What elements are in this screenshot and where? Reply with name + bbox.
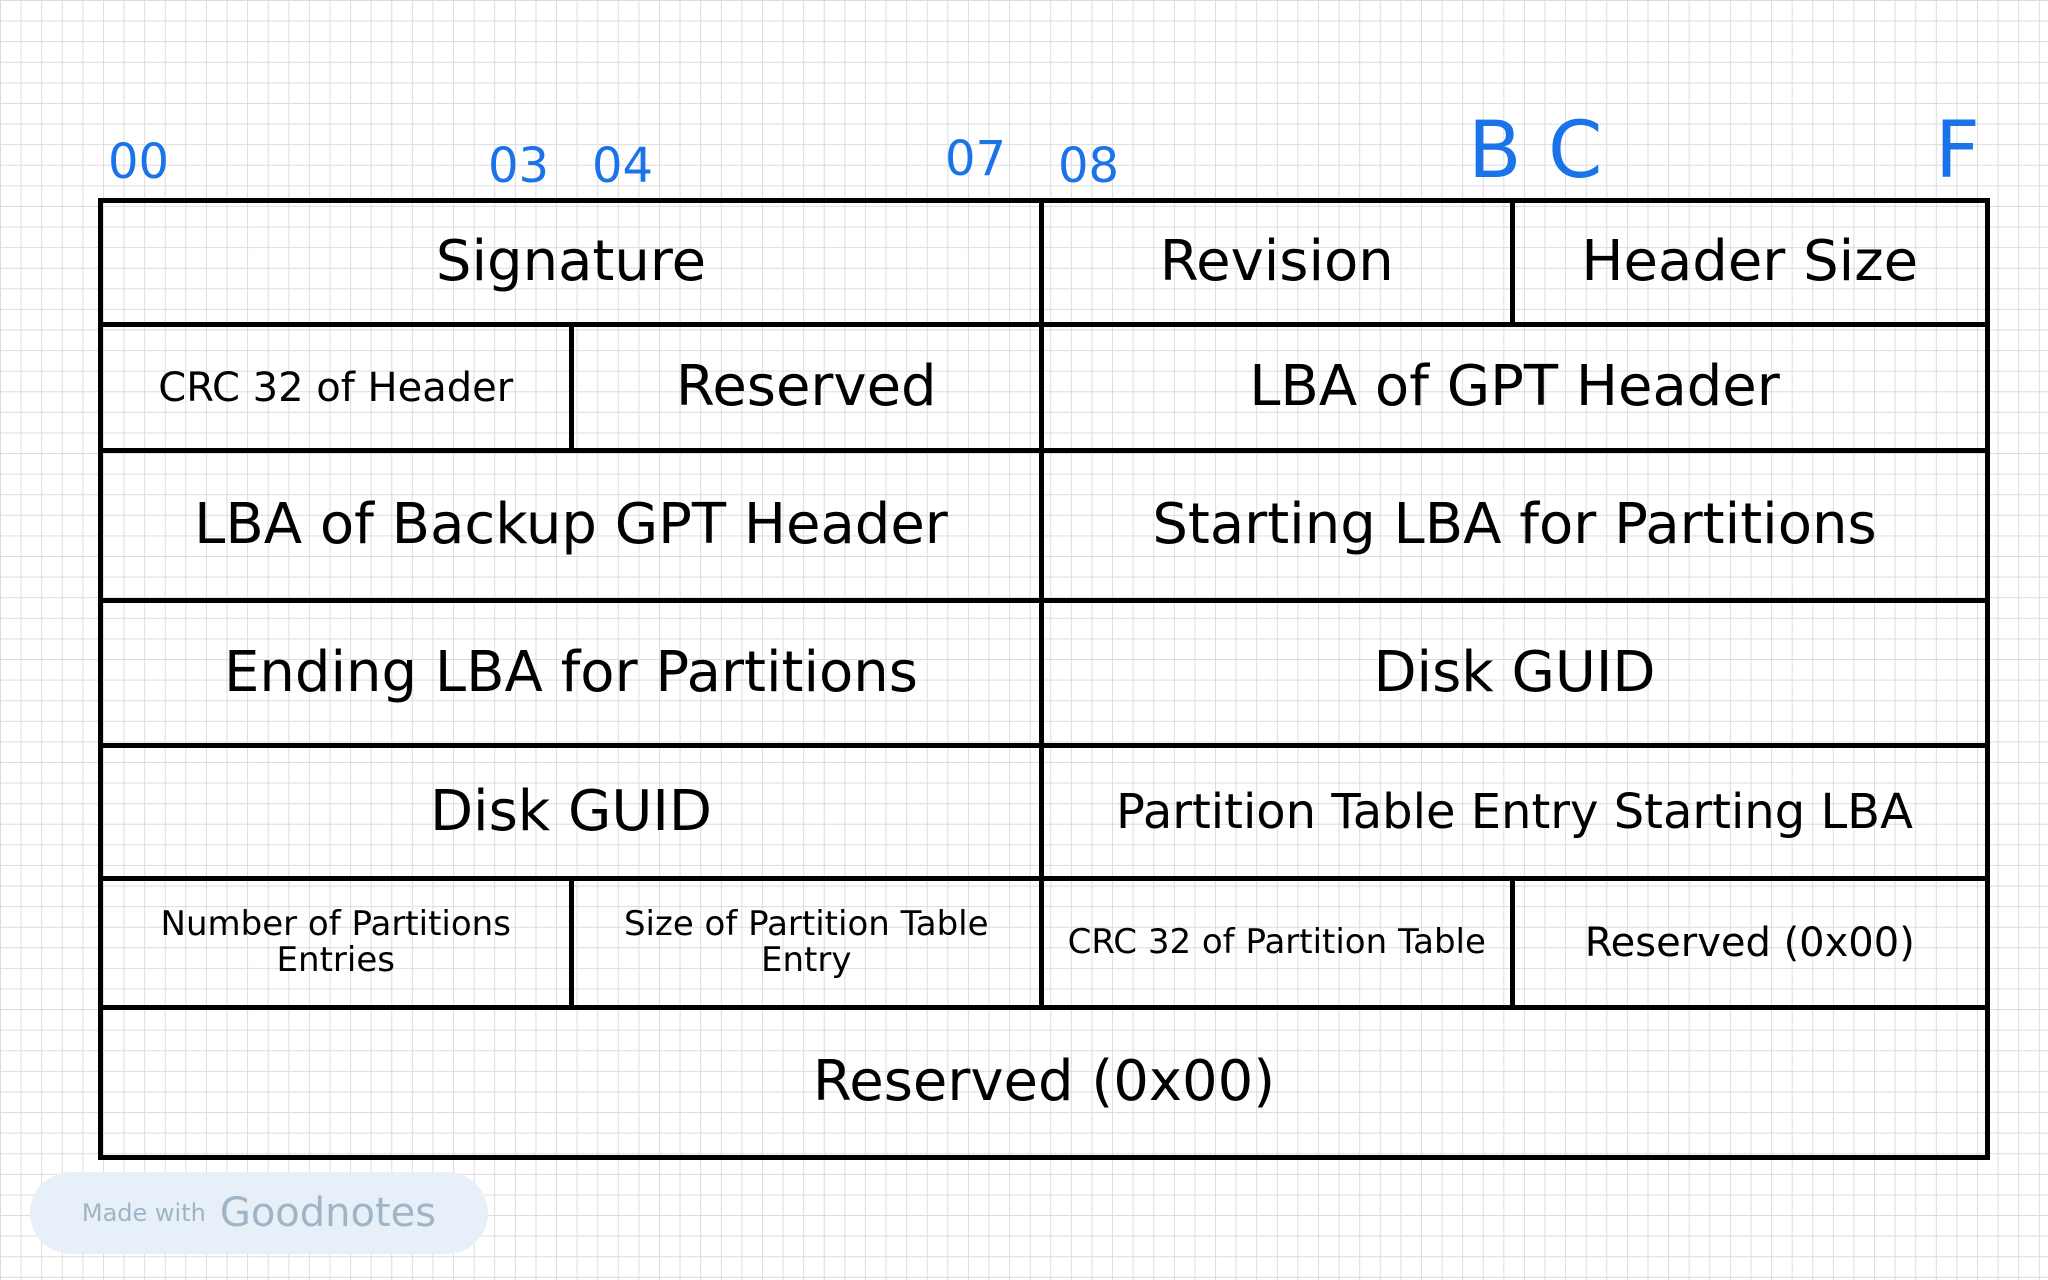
field-label: Disk GUID	[1373, 639, 1656, 705]
offset-label-c: C	[1548, 106, 1603, 196]
field-disk-guid-part2: Disk GUID	[103, 748, 1044, 881]
field-reserved-0x00-tail: Reserved (0x00)	[103, 1010, 1985, 1155]
field-label: LBA of GPT Header	[1249, 354, 1780, 420]
field-label: CRC 32 of Partition Table	[1067, 922, 1486, 963]
offset-label-08: 08	[1058, 138, 1120, 194]
field-partition-table-entry-starting-lba: Partition Table Entry Starting LBA	[1044, 748, 1985, 881]
watermark-prefix: Made with	[81, 1199, 206, 1227]
field-label: Revision	[1159, 229, 1394, 295]
field-label: Reserved (0x00)	[812, 1049, 1276, 1115]
field-label: Size of Partition Table Entry	[623, 904, 989, 980]
field-lba-of-gpt-header: LBA of GPT Header	[1044, 327, 1985, 453]
goodnotes-logo: Goodnotes	[219, 1190, 437, 1236]
field-lba-of-backup-gpt-header: LBA of Backup GPT Header	[103, 453, 1044, 603]
field-label: Disk GUID	[429, 778, 713, 844]
field-label: Header Size	[1581, 229, 1919, 295]
offset-label-03: 03	[488, 138, 550, 194]
field-label: Number of Partitions Entries	[160, 904, 511, 980]
field-label: Partition Table Entry Starting LBA	[1116, 783, 1913, 840]
field-signature: Signature	[103, 203, 1044, 327]
field-header-size: Header Size	[1514, 203, 1985, 327]
field-label: Reserved	[675, 354, 937, 420]
field-label: Signature	[435, 229, 707, 295]
field-number-of-partition-entries: Number of Partitions Entries	[103, 881, 574, 1010]
field-ending-lba-for-partitions: Ending LBA for Partitions	[103, 603, 1044, 748]
field-label: Reserved (0x00)	[1584, 920, 1915, 966]
offset-label-07: 07	[945, 131, 1007, 187]
offset-label-04: 04	[592, 138, 654, 194]
field-reserved-0x00: Reserved (0x00)	[1514, 881, 1985, 1010]
field-label: Ending LBA for Partitions	[224, 639, 918, 705]
field-label: CRC 32 of Header	[158, 364, 514, 411]
offset-label-00: 00	[108, 134, 170, 190]
field-size-of-partition-table-entry: Size of Partition Table Entry	[573, 881, 1044, 1010]
field-revision: Revision	[1044, 203, 1515, 327]
field-crc32-of-header: CRC 32 of Header	[103, 327, 574, 453]
made-with-goodnotes-badge: Made with Goodnotes	[30, 1172, 488, 1254]
field-starting-lba-for-partitions: Starting LBA for Partitions	[1044, 453, 1985, 603]
offset-label-f: F	[1935, 106, 1980, 196]
field-reserved: Reserved	[573, 327, 1044, 453]
field-label: LBA of Backup GPT Header	[194, 492, 948, 558]
offset-label-b: B	[1468, 106, 1522, 196]
field-crc32-of-partition-table: CRC 32 of Partition Table	[1044, 881, 1515, 1010]
field-label: Starting LBA for Partitions	[1152, 492, 1877, 558]
gpt-header-layout-table: Signature Revision Header Size CRC 32 of…	[98, 198, 1990, 1160]
field-disk-guid-part1: Disk GUID	[1044, 603, 1985, 748]
